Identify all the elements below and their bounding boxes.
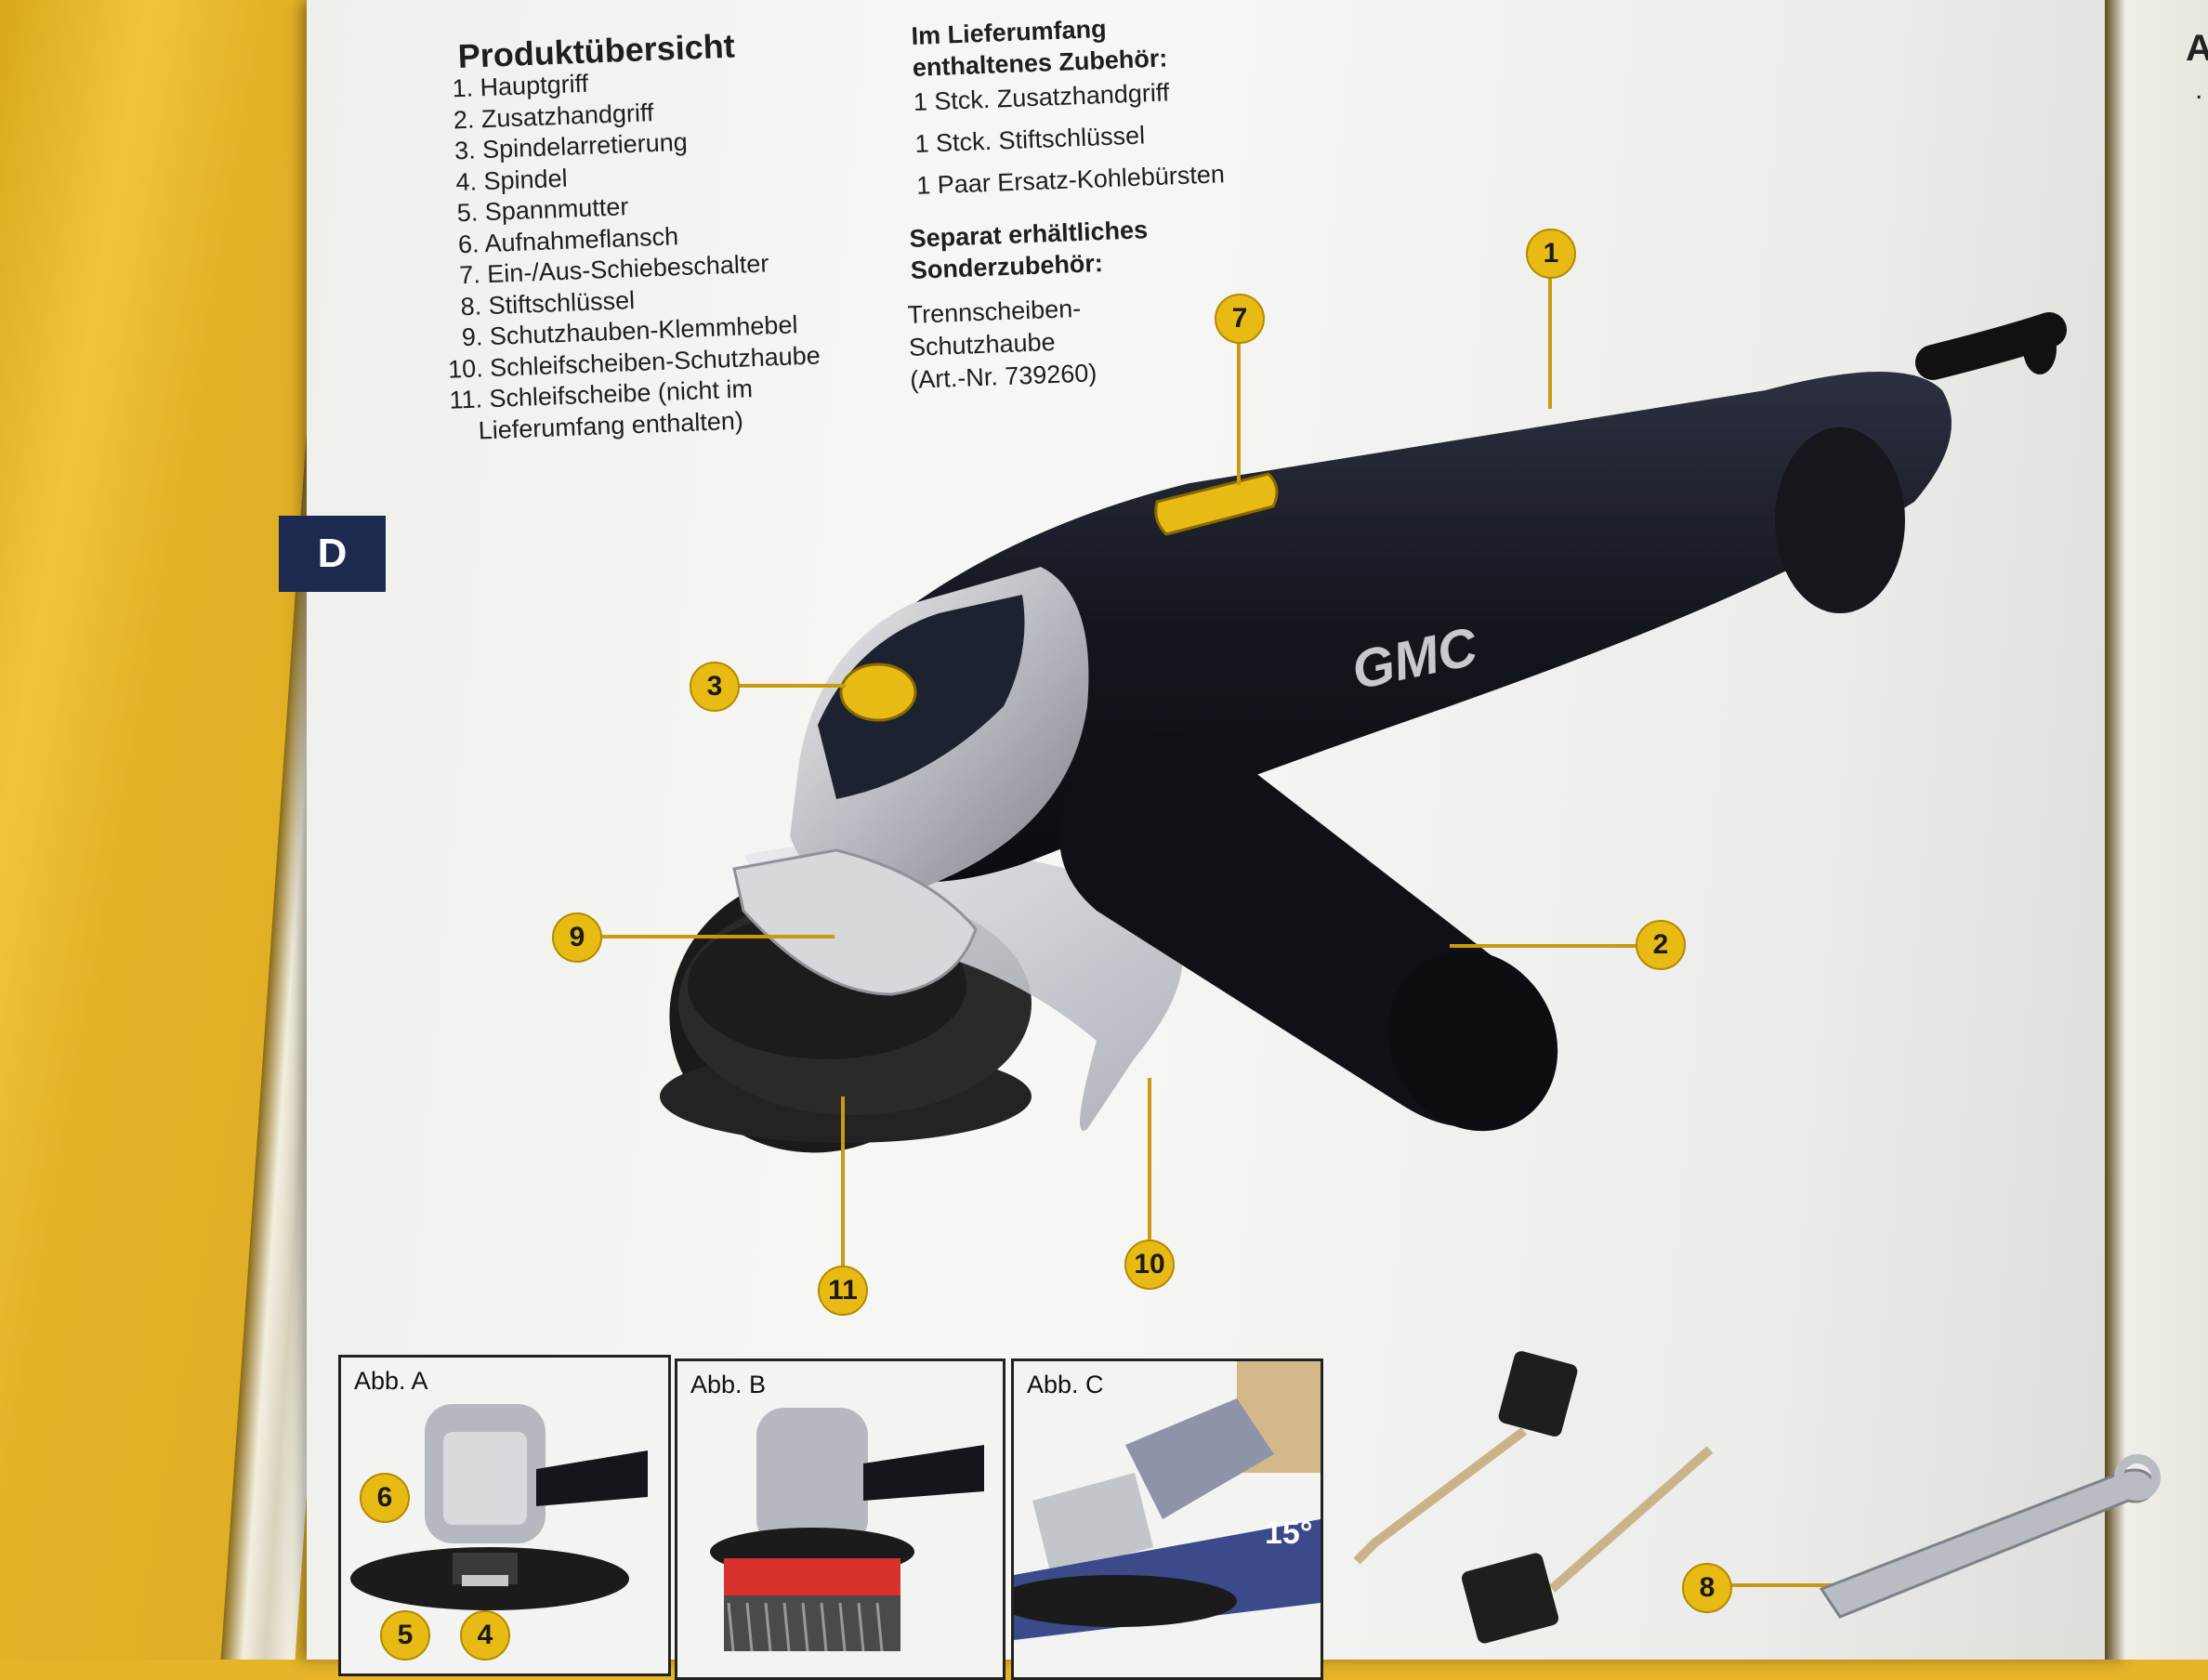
leader-line-10 [1148,1078,1151,1250]
leader-line-9 [602,935,835,938]
leader-line-11 [841,1096,845,1273]
carbon-brush [1498,1351,1578,1437]
leader-line-7 [1237,336,1241,485]
carbon-brush-spring [1353,1427,1527,1565]
callout-10: 10 [1124,1240,1175,1290]
figure-a-label: Abb. A [354,1367,428,1395]
callout-11: 11 [818,1266,868,1316]
callout-8: 8 [1682,1563,1732,1613]
callout-9: 9 [552,912,602,963]
leader-line-1 [1548,271,1552,409]
figure-a: Abb. A 6 5 4 [338,1355,671,1676]
callout-6: 6 [360,1473,410,1523]
angle-label: 15° [1265,1516,1313,1551]
next-page-letter: A [2186,28,2208,69]
cable-tip [2023,322,2057,374]
leader-line-8 [1728,1583,1840,1587]
spindle-lock-button [839,663,917,722]
on-off-slide-switch [1154,472,1279,536]
carbon-brush-spring [1548,1446,1714,1593]
guard-clamp-lever [732,848,978,996]
accessories-drawing [1353,1351,2161,1644]
figure-c: Abb. C 15° [1011,1358,1323,1680]
leader-line-3 [734,684,846,688]
callout-5: 5 [380,1610,430,1660]
callout-1: 1 [1526,229,1576,279]
figure-b-label: Abb. B [690,1371,767,1398]
figure-b: Abb. B [675,1358,1005,1680]
figure-b-drawing [710,1408,984,1652]
carbon-brush [1461,1553,1559,1644]
side-handle-end [1387,950,1558,1132]
figure-c-drawing [1014,1361,1321,1640]
rear-end-cap [1775,427,1905,613]
callout-4: 4 [460,1610,510,1660]
pin-spanner [1819,1468,2158,1619]
figure-c-label: Abb. C [1027,1371,1104,1398]
callout-7: 7 [1215,294,1265,344]
callout-2: 2 [1636,920,1686,970]
figure-a-drawing [350,1404,648,1610]
language-tab-d: D [279,516,386,592]
next-page-bullet: . [2195,74,2203,105]
motor-housing [818,372,1952,883]
next-page-edge [2105,0,2208,1660]
callout-3: 3 [690,662,740,712]
leader-line-2 [1450,944,1654,948]
